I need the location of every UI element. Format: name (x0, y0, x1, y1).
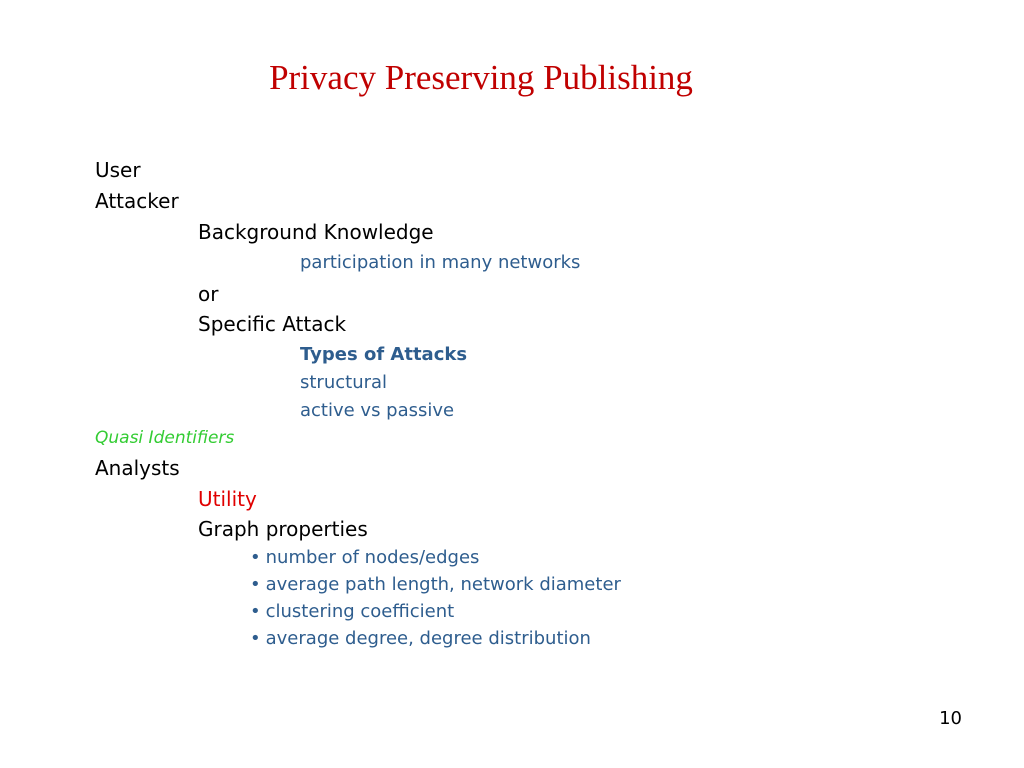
line-quasi-identifiers: Quasi Identifiers (95, 428, 235, 448)
line-or: or (198, 282, 219, 306)
slide-title: Privacy Preserving Publishing (269, 58, 693, 97)
line-specific-attack: Specific Attack (198, 312, 347, 336)
line-background-knowledge: Background Knowledge (198, 220, 434, 244)
line-attacker: Attacker (95, 189, 179, 213)
bullet-item: average path length, network diameter (250, 576, 621, 594)
page-number: 10 (939, 708, 962, 729)
line-structural: structural (300, 372, 388, 393)
line-analysts: Analysts (95, 456, 180, 480)
line-user: User (95, 158, 141, 182)
bullet-item: clustering coefficient (250, 603, 455, 621)
line-graph-properties: Graph properties (198, 517, 368, 541)
line-active-vs-passive: active vs passive (300, 400, 455, 421)
bullet-item: average degree, degree distribution (250, 630, 591, 648)
line-participation: participation in many networks (300, 252, 581, 273)
line-types-of-attacks: Types of Attacks (300, 344, 468, 365)
line-utility: Utility (198, 487, 257, 511)
bullet-item: number of nodes/edges (250, 549, 480, 567)
